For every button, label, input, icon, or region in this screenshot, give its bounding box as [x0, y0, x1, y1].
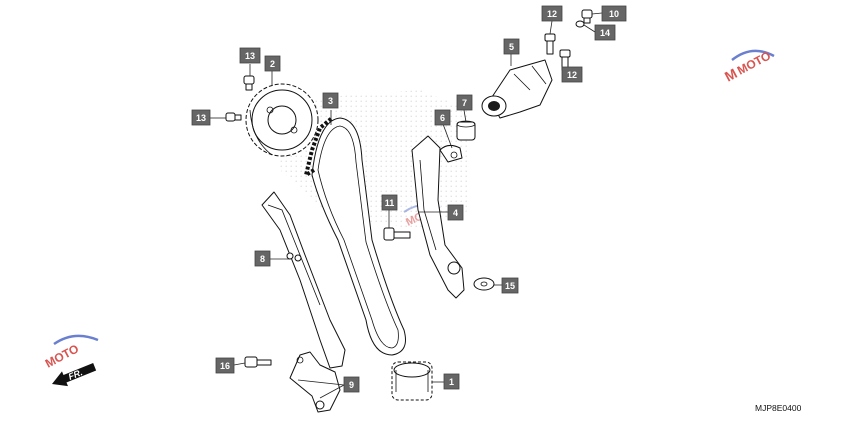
svg-text:6: 6 [440, 113, 445, 123]
callout-6: 6 [434, 109, 451, 126]
svg-text:13: 13 [245, 51, 255, 61]
svg-text:MOTO: MOTO [43, 341, 81, 370]
svg-text:12: 12 [547, 9, 557, 19]
slipper-washer [473, 277, 495, 291]
watermark-logo-top-right: M MOTO [722, 48, 775, 85]
lifter-bolt-lower [559, 49, 571, 71]
guide-bolt [244, 356, 272, 368]
tensioner-slipper [411, 135, 465, 299]
callout-16: 16 [215, 357, 235, 374]
callout-3: 3 [322, 92, 339, 109]
leader-lines [210, 12, 603, 399]
callout-12-lower: 12 [561, 66, 583, 83]
svg-text:9: 9 [349, 380, 354, 390]
svg-text:15: 15 [505, 281, 515, 291]
callout-5: 5 [503, 38, 520, 55]
slipper-bolt [383, 227, 411, 241]
svg-text:MOTO: MOTO [735, 48, 773, 77]
callout-9: 9 [343, 376, 360, 393]
callout-12-upper: 12 [541, 5, 563, 22]
sprocket-bolt-upper [243, 75, 255, 91]
svg-text:2: 2 [270, 59, 275, 69]
svg-text:8: 8 [260, 254, 265, 264]
crank-sprocket [391, 361, 433, 401]
lifter-bolt-upper [544, 33, 556, 55]
svg-text:14: 14 [600, 28, 610, 38]
callout-13-lower: 13 [191, 109, 211, 126]
svg-text:3: 3 [328, 96, 333, 106]
diagram-reference-code: MJP8E0400 [755, 403, 802, 413]
tensioner-lifter [481, 59, 553, 119]
svg-text:12: 12 [567, 70, 577, 80]
svg-text:7: 7 [462, 98, 467, 108]
callout-2: 2 [264, 55, 281, 72]
cam-chain [302, 116, 406, 356]
sealing-washer [575, 20, 585, 28]
svg-text:16: 16 [220, 361, 230, 371]
callout-1: 1 [443, 373, 460, 390]
callout-10: 10 [601, 5, 627, 22]
sealing-bolt [581, 9, 593, 24]
cam-chain-guide [261, 191, 346, 369]
cam-sprocket [245, 83, 319, 157]
sprocket-bolt-lower [225, 112, 242, 122]
svg-text:11: 11 [385, 198, 395, 208]
callout-11: 11 [381, 194, 398, 211]
svg-text:13: 13 [196, 113, 206, 123]
callout-14: 14 [594, 24, 616, 41]
svg-text:1: 1 [449, 377, 454, 387]
callout-13-upper: 13 [239, 47, 261, 64]
callout-4: 4 [447, 204, 464, 221]
tensioner-clip [439, 144, 463, 163]
svg-text:10: 10 [609, 9, 619, 19]
callout-7: 7 [456, 94, 473, 111]
svg-text:5: 5 [509, 42, 514, 52]
svg-text:4: 4 [453, 208, 458, 218]
callout-15: 15 [501, 277, 519, 294]
callout-8: 8 [254, 250, 271, 267]
tensioner-cap [456, 120, 476, 141]
